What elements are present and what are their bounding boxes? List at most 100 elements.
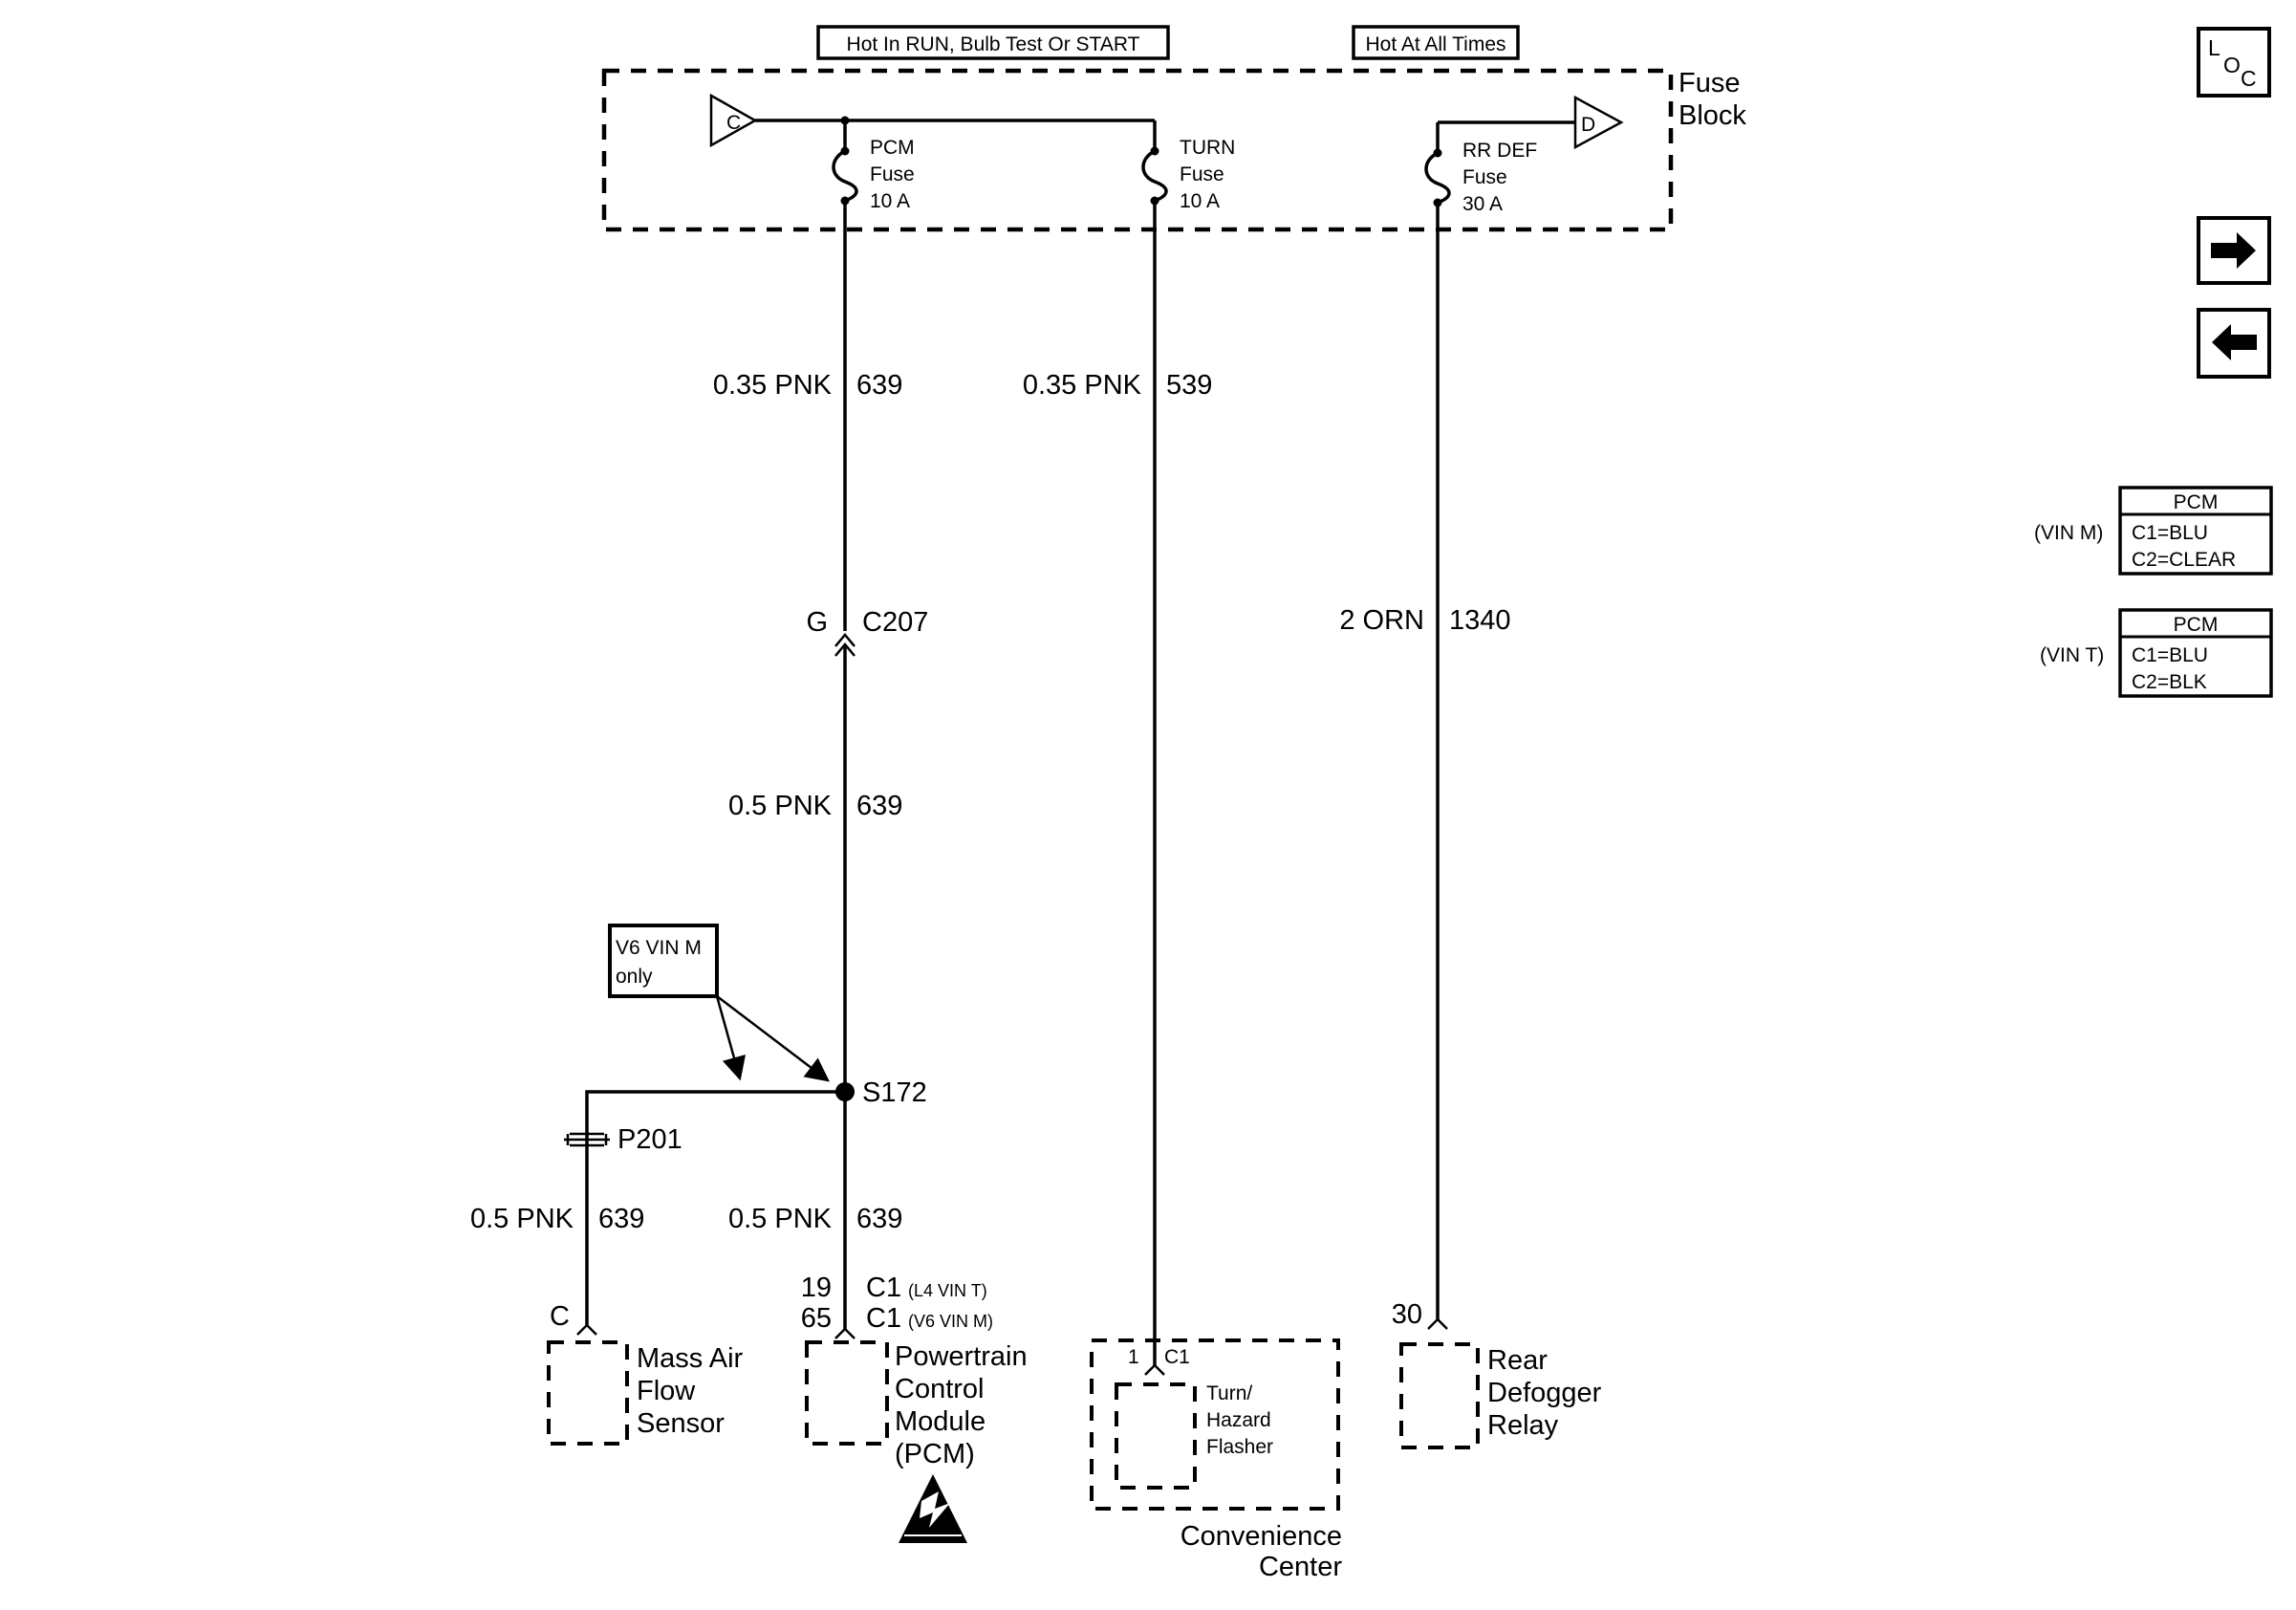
svg-text:1340: 1340 <box>1449 605 1511 636</box>
hot-at-all-times-label: Hot At All Times <box>1352 25 1520 60</box>
svg-text:C1: C1 <box>866 1273 901 1303</box>
svg-text:10 A: 10 A <box>1180 190 1220 212</box>
svg-text:Hot In RUN, Bulb Test Or START: Hot In RUN, Bulb Test Or START <box>847 33 1140 55</box>
svg-text:Control: Control <box>895 1374 985 1404</box>
wire-label-maf: 0.5 PNK 639 <box>470 1204 644 1234</box>
wire-label-pcm-lower: 0.5 PNK 639 <box>728 1204 902 1234</box>
svg-text:539: 539 <box>1166 370 1212 401</box>
svg-text:C: C <box>726 112 741 134</box>
pcm-vin-m-table: PCM C1=BLU C2=CLEAR <box>2118 486 2273 576</box>
wire-label-turn: 0.35 PNK 539 <box>1023 370 1213 401</box>
component-turn-hazard-flasher: 1 C1 Turn/ Hazard Flasher Convenience Ce… <box>1090 1338 1342 1582</box>
svg-text:Center: Center <box>1259 1552 1342 1582</box>
svg-text:Turn/: Turn/ <box>1206 1382 1252 1404</box>
svg-text:Fuse: Fuse <box>1180 163 1224 185</box>
svg-text:Hazard: Hazard <box>1206 1409 1271 1431</box>
svg-text:2 ORN: 2 ORN <box>1339 605 1424 636</box>
svg-text:C2=BLK: C2=BLK <box>2132 671 2207 693</box>
svg-text:65: 65 <box>801 1303 832 1334</box>
svg-text:639: 639 <box>856 791 902 821</box>
loc-button[interactable]: L O C <box>2197 27 2271 98</box>
rrdef-fuse: RR DEF Fuse 30 A <box>1424 122 1537 229</box>
svg-text:L: L <box>2208 35 2220 60</box>
arrow-left-icon <box>2212 324 2257 360</box>
previous-page-button[interactable] <box>2197 308 2271 379</box>
hot-in-run-label: Hot In RUN, Bulb Test Or START <box>816 25 1170 60</box>
svg-text:TURN: TURN <box>1180 137 1235 159</box>
svg-text:PCM: PCM <box>2174 614 2219 636</box>
svg-text:0.35 PNK: 0.35 PNK <box>1023 370 1142 401</box>
svg-text:30: 30 <box>1392 1299 1422 1330</box>
svg-text:C: C <box>550 1301 570 1332</box>
svg-text:Flow: Flow <box>637 1376 696 1406</box>
svg-text:C2=CLEAR: C2=CLEAR <box>2132 549 2236 571</box>
splice-s172-label: S172 <box>862 1077 927 1108</box>
vin-m-label: (VIN M) <box>2034 522 2103 544</box>
svg-text:PCM: PCM <box>2174 491 2219 513</box>
svg-text:Fuse: Fuse <box>1462 166 1507 188</box>
svg-text:1: 1 <box>1128 1346 1139 1368</box>
turn-fuse: TURN Fuse 10 A <box>1141 120 1235 229</box>
svg-text:Flasher: Flasher <box>1206 1436 1273 1458</box>
svg-text:C1: C1 <box>1164 1346 1190 1368</box>
svg-text:PCM: PCM <box>870 137 915 159</box>
svg-text:0.5 PNK: 0.5 PNK <box>728 1204 833 1234</box>
esd-warning-icon <box>899 1474 967 1543</box>
svg-text:Module: Module <box>895 1406 986 1437</box>
svg-text:Fuse: Fuse <box>870 163 915 185</box>
pcm-vin-t-table: PCM C1=BLU C2=BLK <box>2118 608 2273 698</box>
wire-label-pcm-upper: 0.35 PNK 639 <box>713 370 903 401</box>
fuse-block-connector-d: D <box>1573 95 1624 150</box>
svg-text:0.5 PNK: 0.5 PNK <box>728 791 833 821</box>
v6-note-arrow-to-branch <box>715 995 746 1081</box>
svg-text:Mass Air: Mass Air <box>637 1343 744 1374</box>
v6-note-arrow-to-splice <box>716 995 830 1082</box>
svg-text:0.35 PNK: 0.35 PNK <box>713 370 833 401</box>
svg-text:19: 19 <box>801 1273 832 1303</box>
svg-text:639: 639 <box>598 1204 644 1234</box>
svg-text:(V6 VIN M): (V6 VIN M) <box>908 1312 993 1331</box>
svg-text:V6 VIN M: V6 VIN M <box>616 937 702 959</box>
svg-text:C1=BLU: C1=BLU <box>2132 522 2208 544</box>
svg-text:Hot At All Times: Hot At All Times <box>1365 33 1505 55</box>
svg-text:Relay: Relay <box>1487 1410 1559 1441</box>
component-rear-defogger-relay: 30 Rear Defogger Relay <box>1392 1299 1602 1449</box>
svg-text:30 A: 30 A <box>1462 193 1503 215</box>
next-page-button[interactable] <box>2197 216 2271 285</box>
c207-labels: G C207 <box>806 607 928 638</box>
wire-label-pcm-mid: 0.5 PNK 639 <box>728 791 902 821</box>
svg-text:0.5 PNK: 0.5 PNK <box>470 1204 574 1234</box>
pcm-fuse: PCM Fuse 10 A <box>832 120 915 229</box>
svg-text:O: O <box>2223 53 2241 77</box>
svg-text:Sensor: Sensor <box>637 1408 725 1439</box>
fuse-block-connector-c: C <box>709 93 758 148</box>
svg-text:10 A: 10 A <box>870 190 910 212</box>
svg-text:G: G <box>806 607 828 638</box>
fuse-block-label-line2: Block <box>1679 100 1746 131</box>
svg-text:C207: C207 <box>862 607 928 638</box>
svg-text:Defogger: Defogger <box>1487 1378 1602 1408</box>
connector-p201-label: P201 <box>617 1124 682 1155</box>
fuse-block-label-line1: Fuse <box>1679 68 1740 98</box>
svg-text:C: C <box>2241 66 2257 91</box>
svg-text:C1=BLU: C1=BLU <box>2132 644 2208 666</box>
svg-text:Convenience: Convenience <box>1180 1521 1342 1552</box>
svg-text:Powertrain: Powertrain <box>895 1341 1028 1372</box>
vin-t-label: (VIN T) <box>2040 644 2104 666</box>
svg-text:639: 639 <box>856 1204 902 1234</box>
svg-text:(L4 VIN T): (L4 VIN T) <box>908 1281 987 1300</box>
svg-text:639: 639 <box>856 370 902 401</box>
wire-639-maf <box>585 1090 845 1325</box>
v6-vin-m-note: V6 VIN M only <box>608 924 719 998</box>
svg-text:D: D <box>1581 114 1595 136</box>
svg-text:C1: C1 <box>866 1303 901 1334</box>
svg-text:RR DEF: RR DEF <box>1462 140 1537 162</box>
svg-text:only: only <box>616 966 653 988</box>
component-mass-air-flow-sensor: C Mass Air Flow Sensor <box>547 1301 744 1446</box>
arrow-right-icon <box>2211 232 2256 269</box>
component-pcm: 19 C1 (L4 VIN T) 65 C1 (V6 VIN M) Powert… <box>801 1273 1028 1469</box>
svg-text:Rear: Rear <box>1487 1345 1548 1376</box>
svg-text:(PCM): (PCM) <box>895 1439 975 1469</box>
wire-label-rrdef: 2 ORN 1340 <box>1339 605 1510 636</box>
